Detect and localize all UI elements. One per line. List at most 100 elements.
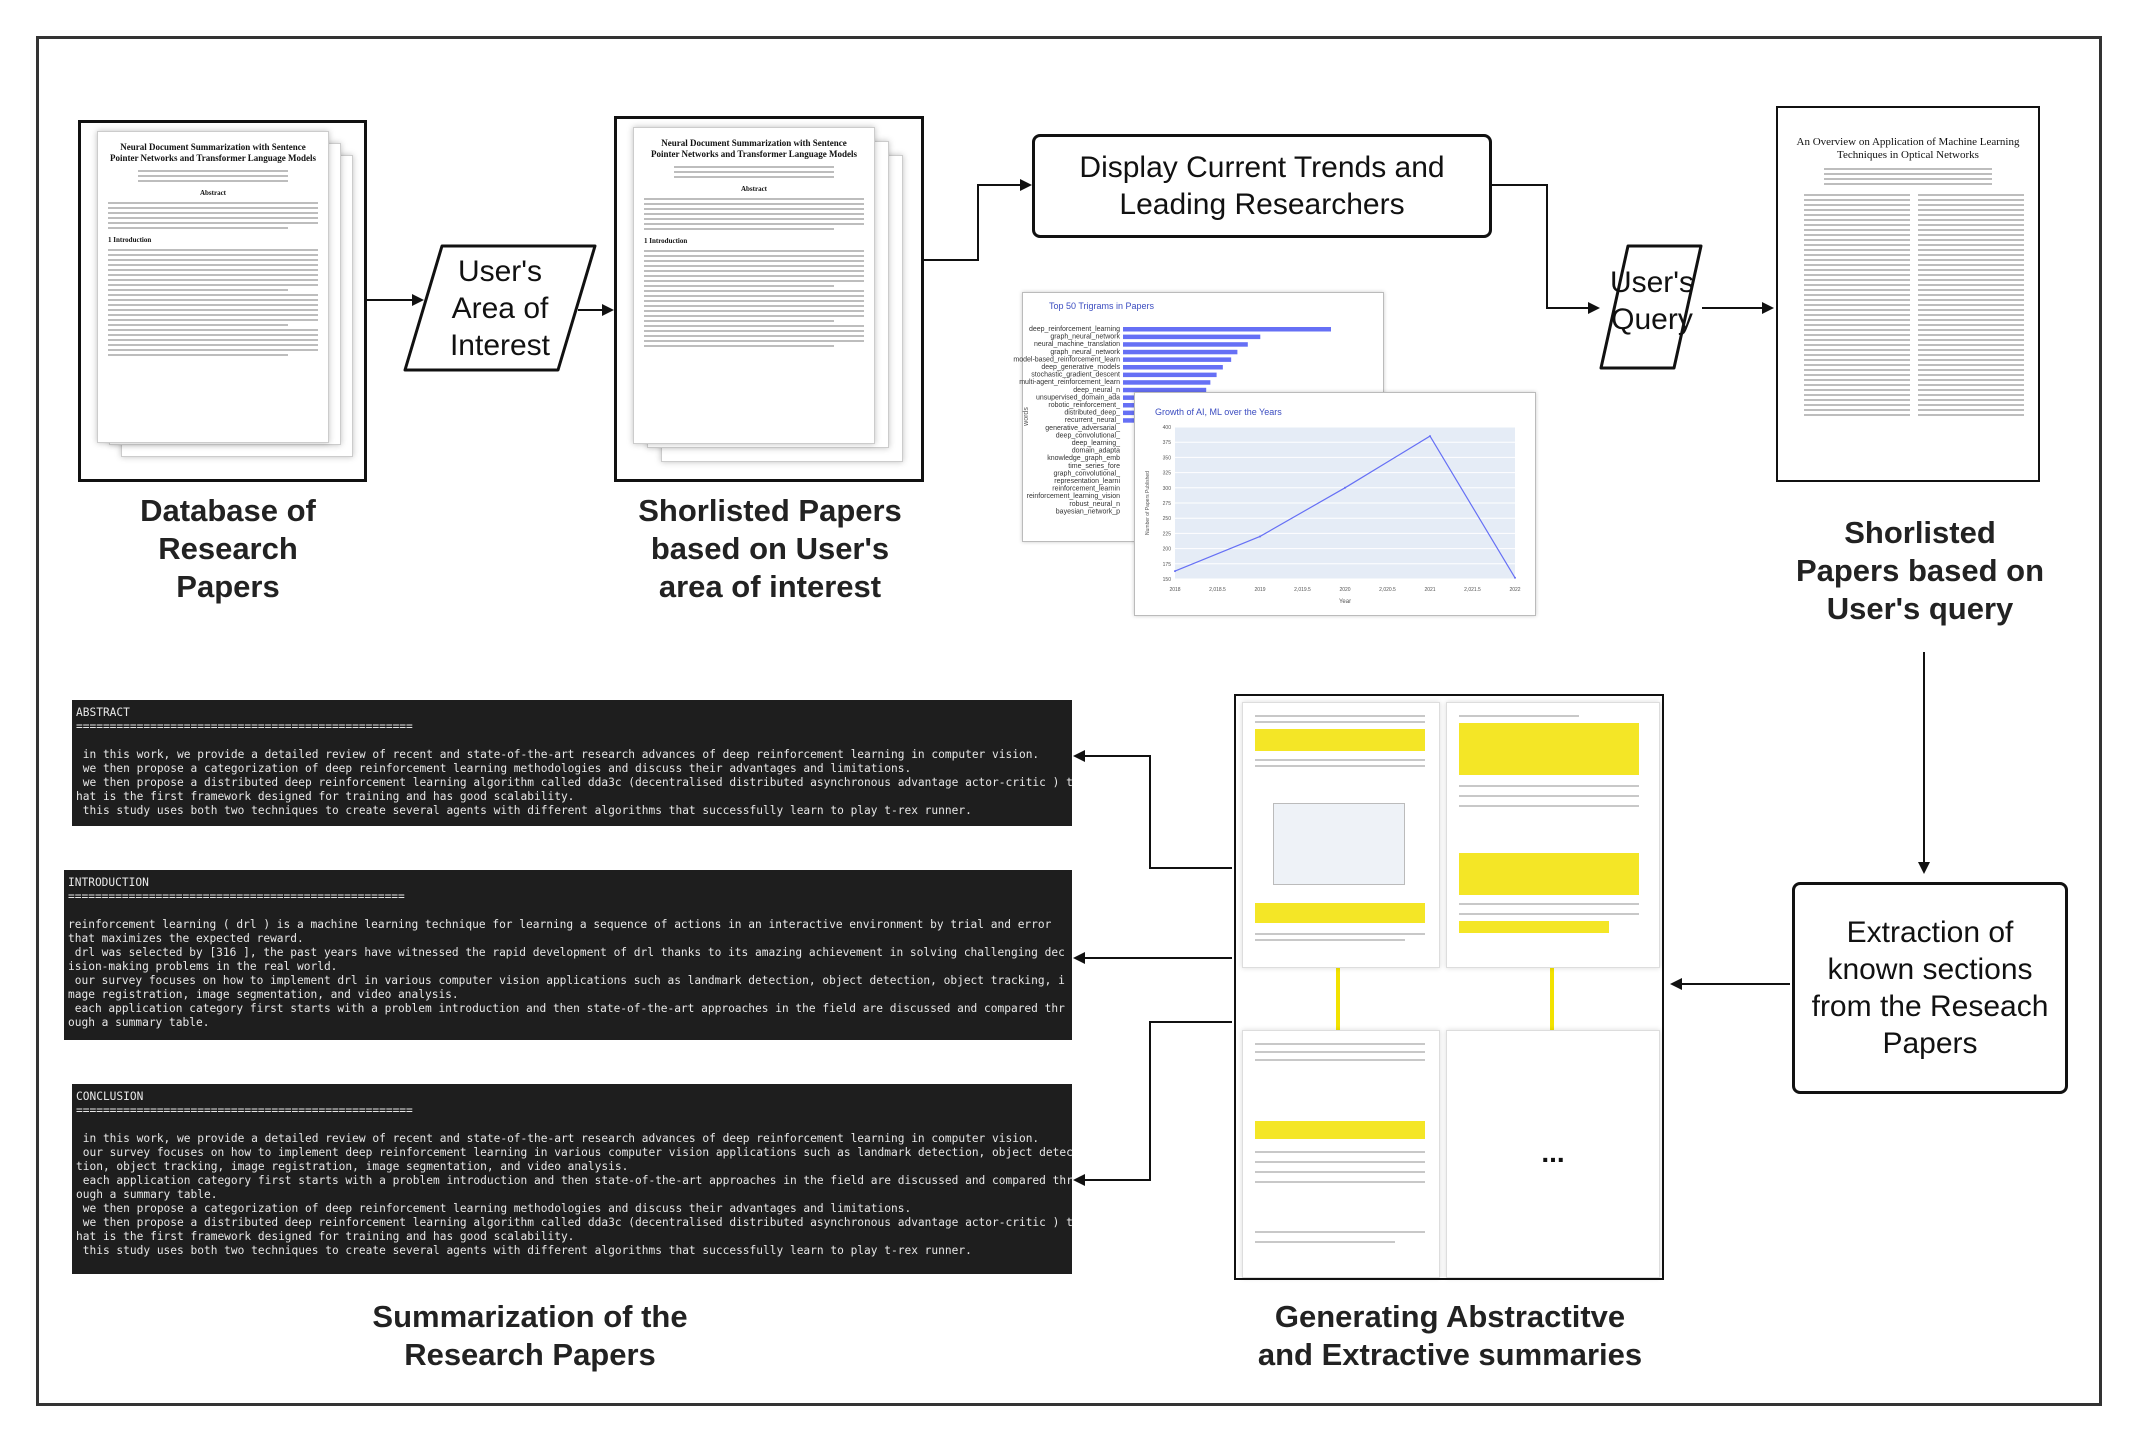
user-query-label: User's Query: [1609, 266, 1695, 336]
x-tick-label: 2021: [1424, 587, 1435, 593]
trigram-bar: [1123, 349, 1238, 355]
x-axis-label: Year: [1339, 599, 1351, 605]
terminal-line: ision-making problems in the real world.: [68, 960, 338, 973]
growth-point: [1514, 576, 1516, 579]
shortlisted-interest-box: Neural Document Summarization with Sente…: [614, 116, 924, 482]
highlight-connector: [1336, 968, 1340, 1030]
y-axis-label: Number of Papers Published: [1145, 471, 1151, 535]
trigram-label: deep_generative_models: [1041, 364, 1120, 371]
terminal-line: we then propose a categorization of deep…: [76, 1202, 912, 1215]
arrow-summaries-to-abstract: [1073, 750, 1232, 869]
query-paper-sheet: An Overview on Application of Machine Le…: [1784, 114, 2032, 474]
terminal-header: INTRODUCTION: [68, 876, 149, 889]
x-tick-label: 2,021.5: [1464, 587, 1481, 593]
trigram-bar: [1123, 372, 1217, 378]
caption-shortlisted-interest: Shorlisted Papers based on User's area o…: [638, 493, 902, 604]
paper-title: Neural Document Summarization with Sente…: [109, 142, 317, 163]
growth-point: [1344, 486, 1346, 489]
caption-shortlisted-query: Shorlisted Papers based on User's query: [1795, 515, 2045, 626]
trigram-bar: [1123, 365, 1223, 370]
y-tick-label: 300: [1163, 486, 1172, 492]
summaries-box: ...: [1234, 694, 1664, 1280]
terminal-line: our survey focuses on how to implement d…: [68, 974, 1065, 987]
trigram-label: neural_machine_translation: [1034, 341, 1120, 348]
y-tick-label: 350: [1163, 455, 1172, 461]
growth-chart-card: Growth of AI, ML over the Years 150 175 20…: [1134, 392, 1536, 616]
trigram-label: deep_convolutional_: [1056, 432, 1120, 439]
terminal-line: in this work, we provide a detailed revi…: [76, 748, 1040, 761]
parallelogram-shape: [1599, 244, 1703, 370]
trigram-label: reinforcement_learnin: [1052, 486, 1120, 493]
x-tick-label: 2,018.5: [1209, 587, 1226, 593]
growth-point: [1259, 535, 1261, 538]
y-tick-label: 400: [1163, 425, 1172, 431]
summary-page-1: [1242, 702, 1440, 968]
terminal-line: ough a summary table.: [68, 1016, 210, 1029]
terminal-rule: ========================================…: [76, 720, 413, 733]
trigram-chart-title: Top 50 Trigrams in Papers: [1049, 301, 1155, 311]
terminal-line: drl was selected by [316 ], the past yea…: [68, 946, 1065, 959]
trigram-label: graph_convolutional_: [1053, 470, 1120, 477]
terminal-conclusion: CONCLUSION =============================…: [72, 1084, 1073, 1274]
terminal-header: ABSTRACT: [76, 706, 130, 719]
terminal-line: we then propose a categorization of deep…: [76, 762, 912, 775]
terminal-rule: ========================================…: [76, 1104, 413, 1117]
trigram-label: time_series_fore: [1068, 463, 1120, 470]
x-tick-label: 2,019.5: [1294, 587, 1311, 593]
terminal-line: that maximizes the expected reward.: [68, 932, 304, 945]
user-interest-node: User's Area of Interest: [402, 244, 598, 372]
shortlisted-query-box: An Overview on Application of Machine Le…: [1776, 106, 2040, 482]
query-paper-title: An Overview on Application of Machine Le…: [1796, 136, 2020, 161]
growth-point: [1429, 435, 1431, 438]
trigram-label: graph_neural_network: [1050, 334, 1120, 341]
y-tick-label: 250: [1163, 516, 1172, 522]
terminal-introduction: INTRODUCTION ===========================…: [64, 870, 1072, 1040]
x-tick-label: 2018: [1169, 587, 1180, 593]
trigram-label: reinforcement_learning_vision: [1027, 493, 1120, 500]
user-interest-label: User's Area of Interest: [449, 254, 551, 362]
summary-page-2: [1446, 702, 1660, 968]
y-tick-label: 150: [1163, 577, 1172, 583]
caption-generating: Generating Abstractitve and Extractive s…: [1257, 1299, 1643, 1372]
paper-intro-label: 1 Introduction: [108, 236, 152, 244]
y-tick-label: 200: [1163, 547, 1172, 553]
paper-sheet-front: Neural Document Summarization with Sente…: [633, 127, 875, 444]
x-tick-label: 2020: [1339, 587, 1350, 593]
arrow-summaries-to-conclusion: [1073, 1021, 1232, 1186]
terminal-line: each application category first starts w…: [76, 1174, 1073, 1187]
y-tick-label: 225: [1163, 531, 1172, 537]
x-tick-label: 2019: [1254, 587, 1265, 593]
trigram-label: deep_learning_: [1072, 440, 1120, 447]
trigram-label: recurrent_neural_: [1065, 417, 1120, 424]
terminal-rule: ========================================…: [68, 890, 405, 903]
growth-chart-title: Growth of AI, ML over the Years: [1155, 407, 1282, 417]
paper-title: Neural Document Summarization with Sente…: [650, 138, 858, 159]
ellipsis-more: ...: [1541, 1137, 1565, 1168]
y-tick-label: 175: [1163, 562, 1172, 568]
trigram-bar: [1123, 334, 1261, 340]
x-tick-label: 2022: [1509, 587, 1520, 593]
paper-abstract-label: Abstract: [740, 185, 768, 193]
trigram-label: robust_neural_n: [1069, 501, 1120, 508]
terminal-line: hat is the first framework designed for …: [76, 790, 575, 803]
trigram-label: bayesian_network_p: [1056, 508, 1120, 515]
extraction-node: Extraction of known sections from the Re…: [1792, 882, 2068, 1094]
terminal-line: this study uses both two techniques to c…: [76, 804, 972, 817]
summary-page-4: ...: [1446, 1030, 1660, 1278]
y-tick-label: 325: [1163, 471, 1172, 477]
trigram-bar: [1123, 387, 1207, 393]
terminal-header: CONCLUSION: [76, 1090, 144, 1103]
x-tick-label: 2,020.5: [1379, 587, 1396, 593]
trigram-label: deep_reinforcement_learning: [1029, 326, 1120, 333]
trigram-label: multi-agent_reinforcement_learn: [1019, 379, 1120, 386]
terminal-line: our survey focuses on how to implement d…: [76, 1146, 1073, 1159]
trigram-label: robotic_reinforcement_: [1048, 402, 1120, 409]
trigram-label: deep_neural_n: [1073, 387, 1120, 394]
trigram-label: domain_adapta: [1072, 448, 1120, 455]
trigram-label: generative_adversarial_: [1045, 425, 1120, 432]
y-tick-label: 275: [1163, 501, 1172, 507]
display-trends-node: Display Current Trends and Leading Resea…: [1032, 134, 1492, 238]
terminal-line: each application category first starts w…: [68, 1002, 1065, 1015]
terminal-line: tion, object tracking, image registratio…: [76, 1160, 629, 1173]
paper-sheet-front: Neural Document Summarization with Sente…: [97, 131, 329, 443]
